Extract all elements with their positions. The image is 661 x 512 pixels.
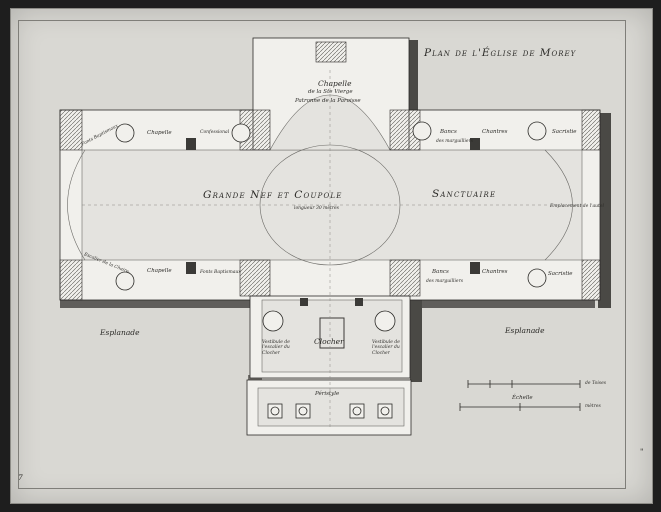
plan-title: Plan de l'Église de Morey bbox=[424, 47, 577, 59]
scale-unit-metres: mètres bbox=[585, 404, 601, 409]
peristyle-label: Péristyle bbox=[315, 391, 340, 397]
south-sacristy-label: Sacristie bbox=[548, 271, 573, 277]
north-chapel-label: Chapelle bbox=[147, 130, 172, 136]
corner-mark-right: " bbox=[640, 447, 644, 456]
apse-note: Emplacement de l'autel bbox=[550, 204, 604, 209]
esplanade-right-label: Esplanade bbox=[505, 326, 545, 335]
south-fonts-label: Fonts Baptismaux bbox=[200, 270, 241, 275]
south-benches-label: Bancs bbox=[432, 269, 449, 275]
nave-measure: longueur 30 mètres bbox=[294, 206, 339, 211]
scale-label: Échelle bbox=[512, 395, 533, 401]
south-chapel-label: Chapelle bbox=[147, 268, 172, 274]
south-benches-note: des marguilliers bbox=[426, 279, 464, 284]
border-frame bbox=[18, 20, 626, 489]
corner-mark-left: 7 bbox=[18, 473, 23, 482]
right-vestibule-label: Vestibule de l'escalier du Clocher bbox=[372, 340, 400, 356]
north-confessional-label: Confessional bbox=[200, 130, 230, 135]
apse-chapel-label: Chapelle bbox=[318, 79, 352, 88]
pillars bbox=[186, 138, 480, 349]
north-sacristy-label: Sacristie bbox=[552, 129, 577, 135]
north-benches-note: des marguilliers bbox=[436, 139, 474, 144]
sanctuary-label: Sanctuaire bbox=[432, 188, 497, 200]
north-chanters-label: Chantres bbox=[482, 129, 508, 135]
apse-chapel-patron: Patronne de la Paroisse bbox=[295, 98, 361, 104]
esplanade-left-label: Esplanade bbox=[100, 328, 140, 337]
south-chanters-label: Chantres bbox=[482, 269, 508, 275]
apse-chapel-dedication: de la Ste Vierge bbox=[308, 89, 353, 95]
spiral-stairs bbox=[115, 121, 547, 332]
scale-bar bbox=[459, 380, 581, 411]
left-vestibule-label: Vestibule de l'escalier du Clocher bbox=[262, 340, 290, 356]
tower-label: Clocher bbox=[314, 337, 344, 346]
axis-lines bbox=[82, 70, 582, 430]
scale-unit-toises: de Toises bbox=[585, 381, 607, 386]
peristyle-columns bbox=[267, 403, 393, 419]
north-benches-label: Bancs bbox=[440, 129, 457, 135]
nave-label: Grande Nef et Coupole bbox=[203, 189, 343, 201]
